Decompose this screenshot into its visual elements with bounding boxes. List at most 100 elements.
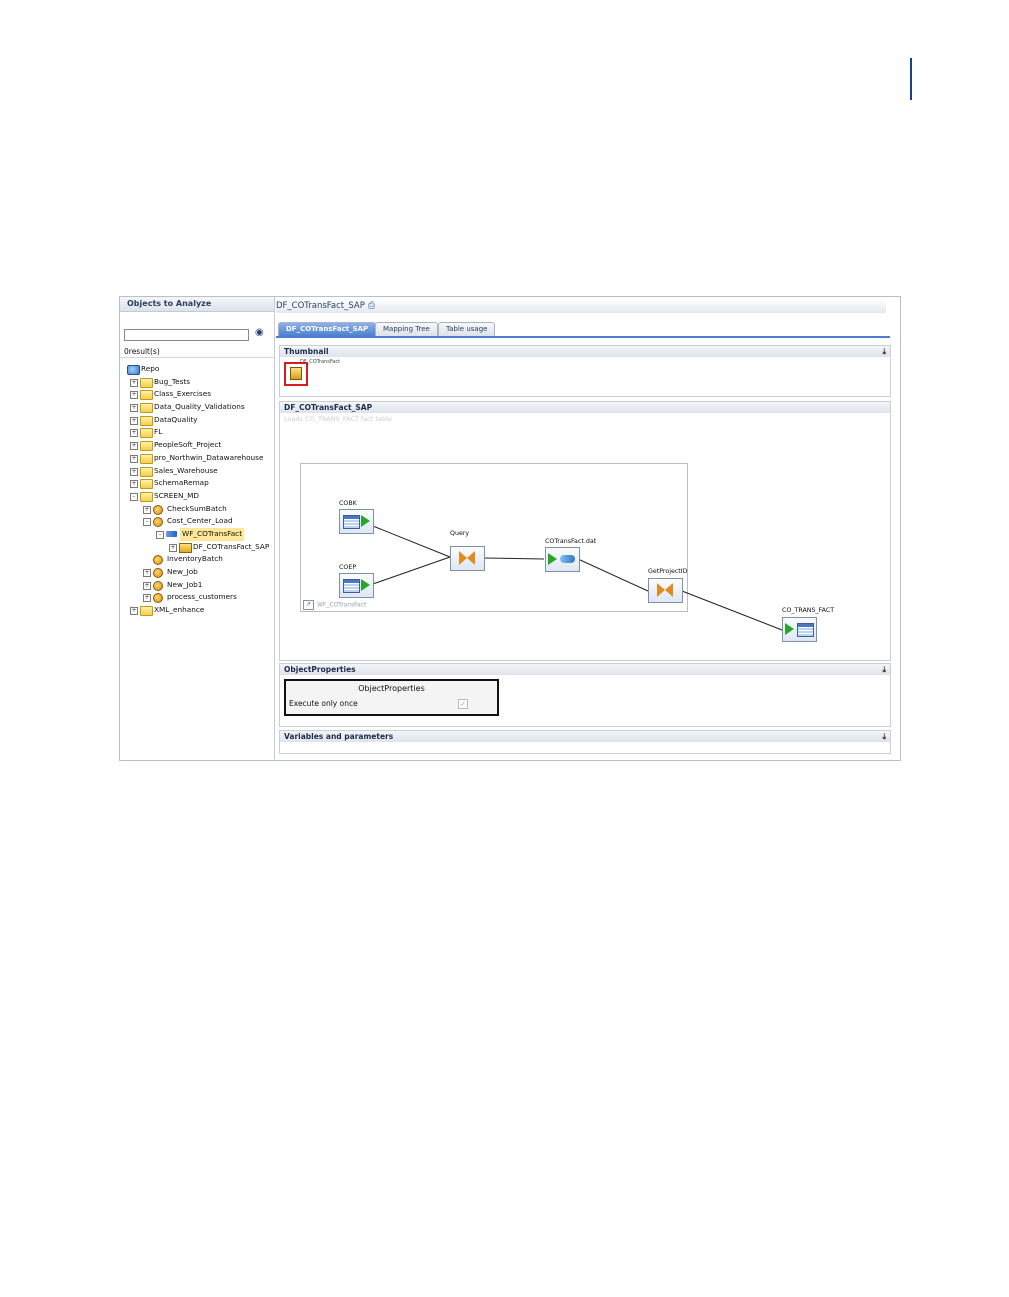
tree-item[interactable]: -SCREEN_MD [123, 490, 273, 503]
download-icon[interactable]: ⤓ [882, 732, 886, 741]
tab-table-usage[interactable]: Table usage [438, 322, 496, 336]
tree-item[interactable]: Repo [123, 363, 273, 376]
canvas-footer-label: WF_COTransFact [317, 601, 367, 609]
expand-icon[interactable]: + [130, 378, 138, 387]
tree-item[interactable]: +PeopleSoft_Project [123, 439, 273, 452]
print-icon[interactable]: ⎙ [367, 301, 376, 311]
search-input[interactable] [124, 329, 249, 341]
source-arrow-icon [361, 579, 370, 591]
tree-item[interactable]: -Cost_Center_Load [123, 515, 273, 528]
connector-file-getprojectid [577, 558, 649, 592]
table-icon [797, 623, 814, 637]
tab-dataflow[interactable]: DF_COTransFact_SAP [278, 322, 377, 336]
folder-icon [140, 606, 153, 617]
tree-item-label: pro_Northwin_Datawarehouse [154, 452, 264, 462]
section-header[interactable]: Variables and parameters ⤓ [280, 731, 890, 742]
tree-item[interactable]: + Bug_Tests [123, 376, 273, 389]
tree-item-label: Class_Exercises [154, 389, 212, 399]
tree-item[interactable]: +CheckSumBatch [123, 503, 273, 516]
expand-icon[interactable]: + [130, 442, 138, 451]
folder-icon [140, 441, 153, 452]
tree-item[interactable]: +SchemaRemap [123, 477, 273, 490]
tree-item[interactable]: +XML_enhance [123, 604, 273, 617]
tree-item-label: process_customers [167, 592, 237, 602]
object-properties-table: ObjectProperties Execute only once ✓ [284, 679, 499, 716]
node-cobk[interactable] [339, 509, 374, 534]
flat-file-icon [560, 555, 575, 563]
expand-icon[interactable]: + [143, 569, 151, 577]
tree-item[interactable]: + process_customers [123, 591, 273, 604]
panel-title: Objects to Analyze [120, 297, 274, 312]
tree-item-label: WF_COTransFact [180, 527, 245, 541]
dataflow-description: Loads CO_TRANS_FACT fact table [284, 415, 392, 423]
job-icon [153, 580, 163, 591]
section-header[interactable]: Thumbnail ⤓ [280, 346, 890, 357]
expand-icon[interactable]: + [143, 505, 151, 514]
download-icon[interactable]: ⤓ [882, 665, 886, 674]
folder-icon [140, 491, 153, 502]
tree-item[interactable]: + FL [123, 426, 273, 439]
tree-item[interactable]: +New_Job1 [123, 579, 273, 592]
tree-item[interactable]: + Class_Exercises [123, 388, 273, 401]
dataflow-icon [179, 542, 192, 553]
tree-item[interactable]: +New_Job [123, 566, 273, 579]
tree-item-label: Data_Quality_Validations [154, 402, 245, 412]
tree-item[interactable]: + DataQuality [123, 414, 273, 427]
page-marker [910, 58, 912, 100]
tree-item[interactable]: InventoryBatch [123, 553, 273, 566]
execute-only-once-checkbox[interactable]: ✓ [458, 699, 468, 709]
collapse-icon[interactable]: - [156, 530, 164, 539]
tree-item[interactable]: +Sales_Warehouse [123, 465, 273, 478]
tree-item[interactable]: + Data_Quality_Validations [123, 401, 273, 414]
section-header[interactable]: ObjectProperties ⤓ [280, 664, 890, 675]
section-title: Thumbnail [284, 347, 329, 356]
expand-icon[interactable]: + [169, 543, 177, 552]
expand-icon[interactable]: + [130, 454, 138, 463]
node-query[interactable] [450, 546, 485, 571]
variables-section: Variables and parameters ⤓ [279, 730, 891, 754]
tree-item[interactable]: +DF_COTransFact_SAP [123, 541, 273, 554]
folder-icon [140, 377, 153, 388]
source-arrow-icon [548, 553, 557, 565]
download-icon[interactable]: ⤓ [882, 347, 886, 356]
details-title: DF_COTransFact_SAP [276, 301, 365, 311]
tree-item-label: Bug_Tests [154, 376, 191, 386]
divider [120, 357, 274, 358]
expand-icon[interactable]: + [143, 594, 151, 603]
workflow-mini-icon[interactable]: ↗ [303, 600, 314, 610]
objects-to-analyze-panel: Objects to Analyze ◉ 0result(s) Repo+Bug… [120, 297, 275, 760]
folder-icon [140, 479, 153, 490]
tree-item-label: FL [154, 427, 163, 437]
expand-icon[interactable]: + [130, 391, 138, 400]
node-getprojectid[interactable] [648, 578, 683, 603]
node-co-trans-fact[interactable] [782, 617, 817, 642]
search-binoculars-icon[interactable]: ◉ [255, 327, 264, 338]
node-label-cobk: COBK [339, 500, 357, 507]
canvas-footer: ↗WF_COTransFact [303, 600, 366, 610]
repository-icon [127, 365, 140, 375]
section-title: Variables and parameters [284, 732, 394, 741]
node-cotransfact-dat[interactable] [545, 547, 580, 572]
tree-item[interactable]: - WF_COTransFact [123, 527, 273, 541]
expand-icon[interactable]: + [143, 581, 151, 590]
expand-icon[interactable]: + [130, 416, 138, 425]
thumbnail-label: DF_COTransFact [300, 359, 341, 365]
expand-icon[interactable]: + [130, 607, 138, 616]
collapse-icon[interactable]: - [130, 492, 138, 501]
dataflow-section: DF_COTransFact_SAP Loads CO_TRANS_FACT f… [279, 401, 891, 661]
details-title-bar: DF_COTransFact_SAP⎙ [276, 299, 886, 313]
collapse-icon[interactable]: - [143, 518, 151, 527]
workflow-icon [166, 530, 177, 537]
dataflow-thumbnail-icon[interactable] [284, 362, 308, 386]
expand-icon[interactable]: + [130, 467, 138, 476]
expand-icon[interactable]: + [130, 404, 138, 413]
node-coep[interactable] [339, 573, 374, 598]
table-icon [343, 579, 360, 593]
node-label-getprojectid: GetProjectID [648, 568, 688, 575]
expand-icon[interactable]: + [130, 429, 138, 438]
job-icon [153, 517, 163, 528]
expand-icon[interactable]: + [130, 480, 138, 489]
tree-item-label: DataQuality [154, 414, 198, 424]
tree-item[interactable]: + pro_Northwin_Datawarehouse [123, 452, 273, 465]
tab-mapping-tree[interactable]: Mapping Tree [375, 322, 438, 336]
